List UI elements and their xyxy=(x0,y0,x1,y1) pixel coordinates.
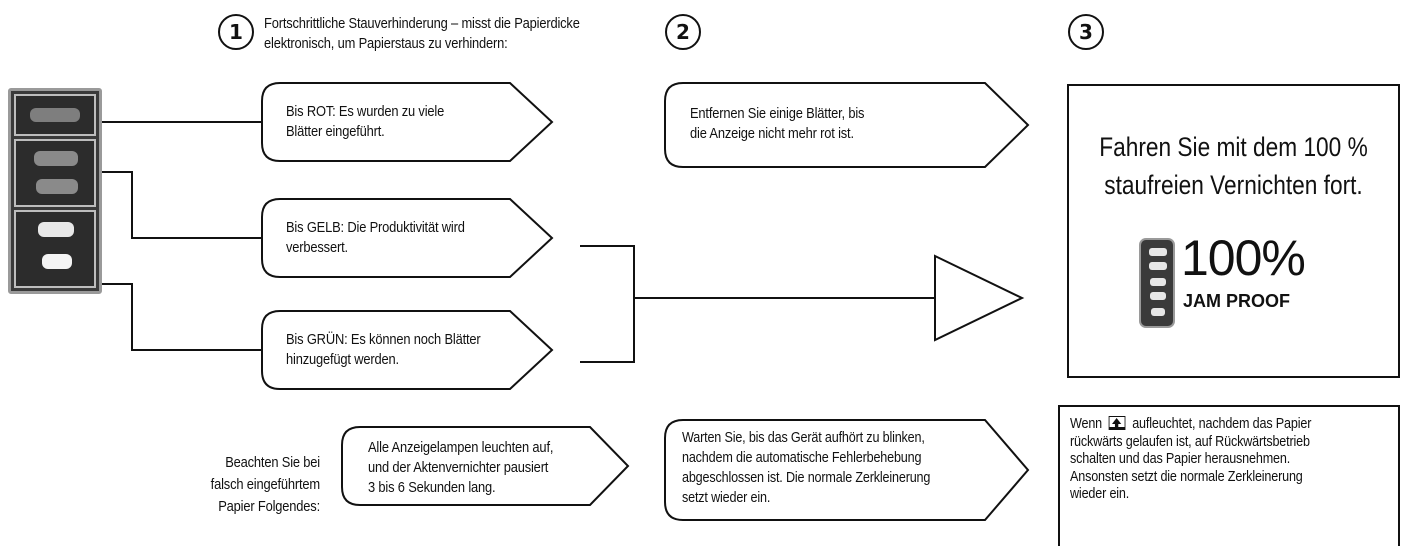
reverse-icon xyxy=(1108,416,1126,430)
yellow-callout-text: Bis GELB: Die Produktivität wird verbess… xyxy=(286,218,510,258)
red-callout-text: Bis ROT: Es wurden zu viele Blätter eing… xyxy=(286,102,510,142)
note-line-2: falsch eingeführtem xyxy=(210,476,320,493)
callout-shapes xyxy=(261,82,1030,521)
panel-section-yellow xyxy=(14,139,96,207)
lamp-yellow-2 xyxy=(36,179,78,194)
result-heading: Fahren Sie mit dem 100 % staufreien Vern… xyxy=(1095,128,1371,204)
lamp-yellow-1 xyxy=(34,151,78,166)
step-1-intro: Fortschrittliche Stauverhinderung – miss… xyxy=(264,14,599,54)
reverse-line-3: schalten und das Papier herausnehmen. xyxy=(1070,450,1291,467)
yellow-line-1: Bis GELB: Die Produktivität wird xyxy=(286,219,465,236)
green-callout-text: Bis GRÜN: Es können noch Blätter hinzuge… xyxy=(286,330,510,370)
connector-yellow xyxy=(100,171,262,239)
step-3-circle: 3 xyxy=(1068,14,1104,50)
bubble-green xyxy=(261,310,554,390)
reverse-line-1-start: Wenn xyxy=(1070,415,1103,432)
step-1-number: 1 xyxy=(229,20,243,44)
step-3-number: 3 xyxy=(1079,20,1093,44)
note-line-3: Papier Folgendes: xyxy=(218,498,320,515)
step-2-circle: 2 xyxy=(665,14,701,50)
indicator-panel xyxy=(8,88,102,294)
wait-line-2: nachdem die automatische Fehlerbehebung xyxy=(682,449,922,466)
result-box: Fahren Sie mit dem 100 % staufreien Vern… xyxy=(1067,84,1400,378)
bubble-lamps xyxy=(341,426,630,506)
lamps-line-1: Alle Anzeigelampen leuchten auf, xyxy=(368,439,554,456)
bubble-remove xyxy=(664,82,1030,168)
result-line-2: staufreien Vernichten fort. xyxy=(1104,170,1363,200)
lamps-callout-text: Alle Anzeigelampen leuchten auf, und der… xyxy=(368,438,609,498)
bubble-wait xyxy=(664,419,1030,521)
green-line-2: hinzugefügt werden. xyxy=(286,351,399,368)
reverse-line-1: Wenn aufleuchtet, nachdem das Papier xyxy=(1070,415,1389,433)
mini-indicator-icon xyxy=(1139,238,1175,328)
wait-line-3: abgeschlossen ist. Die normale Zerkleine… xyxy=(682,469,931,486)
bubble-yellow xyxy=(261,198,554,278)
connector-lines xyxy=(100,121,935,363)
green-line-1: Bis GRÜN: Es können noch Blätter xyxy=(286,331,481,348)
intro-line-1: Fortschrittliche Stauverhinderung – miss… xyxy=(264,15,580,32)
wait-line-1: Warten Sie, bis das Gerät aufhört zu bli… xyxy=(682,429,925,446)
remove-callout-text: Entfernen Sie einige Blätter, bis die An… xyxy=(690,104,948,144)
wait-line-4: setzt wieder ein. xyxy=(682,489,771,506)
reverse-line-1-end: aufleuchtet, nachdem das Papier xyxy=(1132,415,1312,432)
wait-callout-text: Warten Sie, bis das Gerät aufhört zu bli… xyxy=(682,428,984,508)
reverse-note-text: Wenn aufleuchtet, nachdem das Papier rüc… xyxy=(1070,415,1389,503)
yellow-line-2: verbessert. xyxy=(286,239,348,256)
bubble-red xyxy=(261,82,554,162)
result-line-1: Fahren Sie mit dem 100 % xyxy=(1099,132,1368,162)
red-line-2: Blätter eingeführt. xyxy=(286,123,385,140)
red-line-1: Bis ROT: Es wurden zu viele xyxy=(286,103,445,120)
connector-green xyxy=(100,283,262,351)
panel-section-red xyxy=(14,94,96,136)
reverse-line-4: Ansonsten setzt die normale Zerkleinerun… xyxy=(1070,467,1303,485)
lamps-line-3: 3 bis 6 Sekunden lang. xyxy=(368,479,496,496)
lamps-line-2: und der Aktenvernichter pausiert xyxy=(368,459,549,476)
jam-proof-label: JAM PROOF xyxy=(1183,291,1291,311)
bracket-merge xyxy=(580,245,635,363)
step-1-circle: 1 xyxy=(218,14,254,50)
lamp-green-1 xyxy=(38,222,74,237)
panel-section-green xyxy=(14,210,96,288)
big-arrow-shape xyxy=(934,254,1025,342)
reverse-line-2: rückwärts gelaufen ist, auf Rückwärtsbet… xyxy=(1070,432,1310,450)
misfeed-note: Beachten Sie bei falsch eingeführtem Pap… xyxy=(120,452,320,518)
reverse-note-box: Wenn aufleuchtet, nachdem das Papier rüc… xyxy=(1058,405,1400,546)
reverse-line-5: wieder ein. xyxy=(1070,485,1130,502)
jam-proof-number: 100% xyxy=(1181,230,1306,286)
remove-line-1: Entfernen Sie einige Blätter, bis xyxy=(690,105,865,122)
step-2-number: 2 xyxy=(676,20,690,44)
jam-proof-badge: 100% JAM PROOF xyxy=(1139,230,1339,328)
intro-line-2: elektronisch, um Papierstaus zu verhinde… xyxy=(264,35,508,52)
lamp-green-2 xyxy=(42,254,72,269)
remove-line-2: die Anzeige nicht mehr rot ist. xyxy=(690,125,854,142)
note-line-1: Beachten Sie bei xyxy=(225,454,320,471)
lamp-red xyxy=(30,108,80,122)
